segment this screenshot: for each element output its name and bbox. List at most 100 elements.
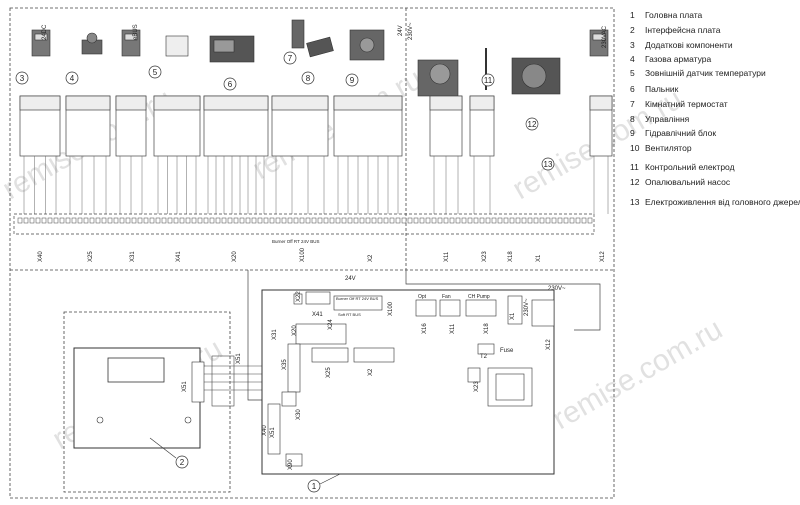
connector-label: X40 [38,251,44,262]
room-thermostat-icon [291,19,305,49]
terminal-pin [395,217,401,224]
callout-number: 4 [70,74,75,83]
terminal-pin [575,217,581,224]
terminal-pin [17,217,23,224]
terminal-pin [101,217,107,224]
label-x90-board: X90 [288,459,294,470]
legend-number: 10 [630,143,640,153]
terminal-pin [491,217,497,224]
callout: 8 [301,71,315,85]
legend-number: 6 [630,84,635,94]
interface-board-frame [63,311,231,493]
connector-label: X25 [88,251,94,262]
terminal-pin [275,217,281,224]
mains-plug-icon [592,33,606,41]
plug-block-header [429,95,463,111]
terminal-pin [401,217,407,224]
callout-number: 11 [484,76,493,85]
connector-label: X41 [176,251,182,262]
terminal-pin [503,217,509,224]
bus-line [247,270,266,401]
terminal-pin [179,217,185,224]
callout-circle [345,73,359,87]
legend-number: 5 [630,68,635,78]
terminal-pin [557,217,563,224]
terminal-pin [413,217,419,224]
legend-item: Газова арматура [645,54,712,64]
connector-label: X31 [130,251,136,262]
terminal-strip [13,213,595,235]
terminal-pin [347,217,353,224]
callout-circle [65,71,79,85]
terminal-pin [83,217,89,224]
label-opt: Opt [418,294,427,300]
label-x30-board: X30 [296,409,302,420]
terminal-pin [119,217,125,224]
terminal-pin [545,217,551,224]
terminals [17,217,593,224]
label-230vac: 230VAC [602,25,608,48]
label-x22: X22 [296,291,302,302]
terminal-pin [419,217,425,224]
callout-circle [15,71,29,85]
legend-number: 2 [630,25,635,35]
terminal-pin [449,217,455,224]
terminal-pin [485,217,491,224]
terminal-pin [263,217,269,224]
legend-item: Управління [645,114,690,124]
label-x16: X16 [422,323,428,334]
callout-number: 12 [528,120,537,129]
callout: 1 [307,479,321,493]
label-x1: X1 [510,312,516,320]
legend-item: Опалювальний насос [645,177,731,187]
legend-number: 9 [630,128,635,138]
terminal-pin [239,217,245,224]
terminal-pin [233,217,239,224]
terminal-pin [71,217,77,224]
label-x12-board: X12 [546,339,552,350]
connector-x100 [333,295,383,311]
callout-number: 7 [288,54,293,63]
callout-circle [541,157,555,171]
connector-x2 [353,347,395,363]
leader-line-1 [319,473,341,485]
label-x31-board: X31 [272,329,278,340]
label-fan: Fan [442,294,451,300]
terminal-pin [269,217,275,224]
hydraulic-block-icon [349,29,385,61]
connector-x1 [507,295,523,325]
label-x51-interface: X51 [182,381,188,392]
wire-bundles [23,156,609,214]
outer-frame [9,7,615,499]
terminal-pin [527,217,533,224]
label-x18: X18 [484,323,490,334]
legend-item: Додаткові компоненти [645,40,733,50]
legend-item: Кімнатний термостат [645,99,728,109]
watermark-text: remise.com.ru [547,312,728,436]
legend-number: 8 [630,114,635,124]
legend-number: 12 [630,177,640,187]
plug-block-header [19,95,61,111]
terminal-pin [107,217,113,224]
callout: 5 [148,65,162,79]
callout-circle [223,77,237,91]
transformer [495,373,525,401]
label-230v-top: 230V~ [408,22,414,40]
label-x24: X24 [328,319,334,330]
legend-item: Контрольний електрод [645,162,735,172]
terminal-pin [431,217,437,224]
terminal-pin [197,217,203,224]
connector-x40 [267,403,281,455]
bus-line [405,270,601,331]
terminal-pin [77,217,83,224]
callout-number: 9 [350,76,355,85]
board-callouts: 12 [175,455,321,493]
terminal-pin [29,217,35,224]
terminal-pin [533,217,539,224]
connector-ch-pump [465,299,497,317]
terminal-pin [191,217,197,224]
callout-number: 5 [153,68,158,77]
terminal-pin [209,217,215,224]
terminal-pin [59,217,65,224]
